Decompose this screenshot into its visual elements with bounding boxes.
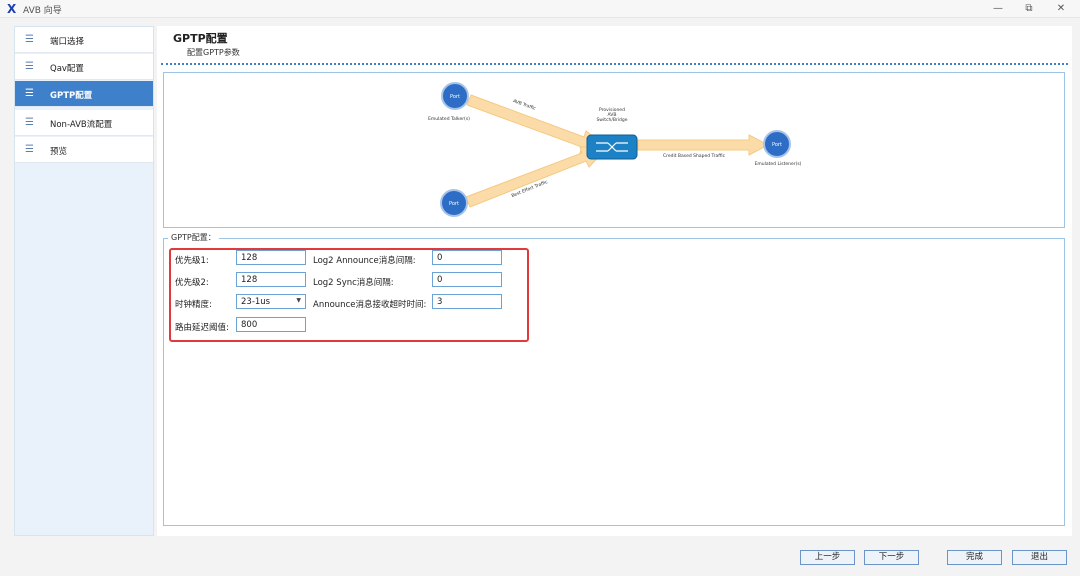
path-delay-input[interactable]	[236, 317, 306, 332]
priority2-label: 优先级2:	[175, 278, 209, 288]
sidebar-item-gptp[interactable]: ☰ GPTP配置	[15, 81, 153, 107]
highlight-box	[169, 248, 529, 342]
clock-accuracy-value: 23-1us	[241, 297, 271, 307]
divider	[161, 63, 1068, 65]
sidebar-item-qav[interactable]: ☰ Qav配置	[15, 54, 153, 80]
next-button[interactable]: 下一步	[864, 550, 919, 565]
restore-button[interactable]: ⧉	[1025, 3, 1033, 14]
sync-interval-input[interactable]	[432, 272, 502, 287]
cbs-traffic-label: Credit Based Shaped Traffic	[663, 153, 726, 159]
avb-traffic-label: AVB Traffic	[512, 98, 537, 112]
page-title: GPTP配置	[173, 32, 228, 45]
talker-port-label: Port	[450, 94, 460, 100]
list-icon: ☰	[25, 144, 34, 155]
priority2-input[interactable]	[236, 272, 306, 287]
announce-timeout-input[interactable]	[432, 294, 502, 309]
sidebar-item-port-select[interactable]: ☰ 端口选择	[15, 27, 153, 53]
gptp-config-group: GPTP配置：	[163, 232, 1065, 526]
sidebar: ☰ 端口选择 ☰ Qav配置 ☰ GPTP配置 ☰ Non-AVB流配置 ☰ 预…	[14, 26, 154, 536]
topology-svg: Port Emulated Talker(s) Port Provisioned…	[428, 82, 802, 217]
sync-interval-label: Log2 Sync消息间隔:	[313, 278, 394, 288]
window-title: AVB 向导	[23, 6, 62, 16]
talker-label: Emulated Talker(s)	[428, 116, 470, 122]
main-panel: GPTP配置 配置GPTP参数 Port Emulated Talker(s) …	[157, 26, 1072, 536]
cbs-traffic-arrow	[637, 134, 770, 156]
exit-button[interactable]: 退出	[1012, 550, 1067, 565]
sidebar-item-label: GPTP配置	[50, 91, 93, 101]
sidebar-item-label: Non-AVB流配置	[50, 120, 113, 130]
sidebar-item-non-avb[interactable]: ☰ Non-AVB流配置	[15, 110, 153, 136]
priority1-label: 优先级1:	[175, 256, 209, 266]
page-subtitle: 配置GPTP参数	[187, 48, 240, 57]
switch-label-1: Provisioned	[599, 107, 625, 113]
switch-arrows-icon	[596, 142, 628, 152]
switch-label-2: AVB	[608, 112, 617, 118]
sidebar-item-label: 端口选择	[50, 37, 85, 47]
sidebar-item-label: Qav配置	[50, 64, 84, 74]
listener-port-node	[763, 130, 791, 158]
list-icon: ☰	[25, 34, 34, 45]
path-delay-label: 路由延迟阈值:	[175, 323, 229, 333]
sidebar-item-preview[interactable]: ☰ 预览	[15, 137, 153, 163]
talker-port-node	[441, 82, 469, 110]
topology-diagram: Port Emulated Talker(s) Port Provisioned…	[163, 72, 1065, 228]
announce-timeout-label: Announce消息接收超时时间:	[313, 300, 427, 310]
list-icon: ☰	[25, 117, 34, 128]
dropdown-arrow-icon: ▼	[296, 297, 301, 304]
group-legend: GPTP配置：	[168, 232, 219, 243]
listener-label: Emulated Listener(s)	[755, 161, 802, 167]
best-effort-port-node	[440, 189, 468, 217]
priority1-input[interactable]	[236, 250, 306, 265]
sidebar-item-label: 预览	[50, 147, 68, 157]
prev-button[interactable]: 上一步	[800, 550, 855, 565]
best-effort-port-label: Port	[449, 201, 459, 207]
title-bar: X AVB 向导 — ⧉ ✕	[0, 0, 1080, 18]
list-icon: ☰	[25, 61, 34, 72]
listener-port-label: Port	[772, 142, 782, 148]
finish-button[interactable]: 完成	[947, 550, 1002, 565]
close-button[interactable]: ✕	[1056, 3, 1066, 14]
list-icon: ☰	[25, 88, 34, 99]
minimize-button[interactable]: —	[993, 3, 1003, 14]
switch-label-3: Switch/Bridge	[596, 117, 627, 123]
app-logo-icon: X	[7, 2, 17, 16]
announce-interval-input[interactable]	[432, 250, 502, 265]
announce-interval-label: Log2 Announce消息间隔:	[313, 256, 416, 266]
clock-accuracy-label: 时钟精度:	[175, 300, 212, 310]
clock-accuracy-select[interactable]: 23-1us ▼	[236, 294, 306, 309]
